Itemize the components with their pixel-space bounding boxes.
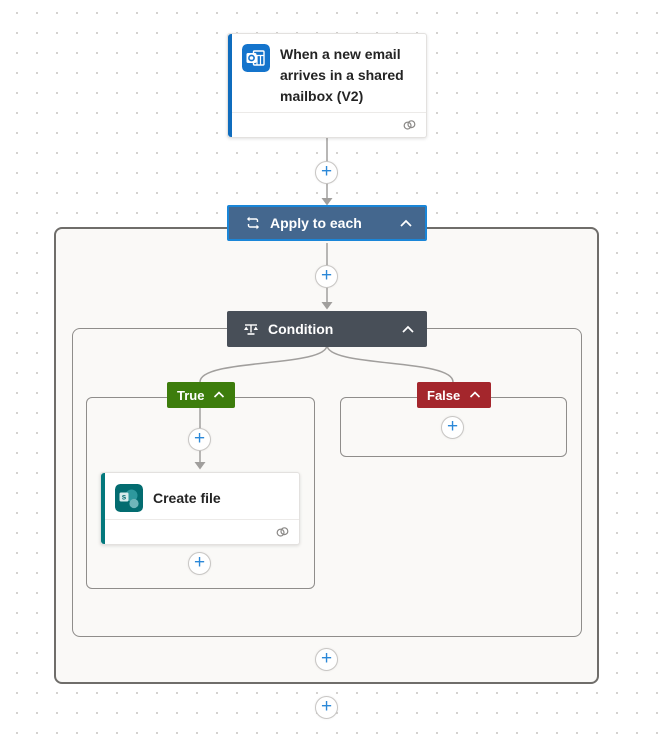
connection-link-icon <box>403 120 416 130</box>
plus-icon: + <box>446 416 459 437</box>
false-label-text: False <box>427 387 461 403</box>
loop-icon <box>246 216 260 230</box>
plus-icon: + <box>193 428 206 449</box>
condition-header[interactable]: Condition <box>227 311 427 347</box>
true-branch-label[interactable]: True <box>167 382 236 408</box>
chevron-up-icon[interactable] <box>213 391 225 399</box>
false-branch-label[interactable]: False <box>417 382 492 408</box>
trigger-title: When a new email arrives in a shared mai… <box>280 46 404 104</box>
outlook-icon <box>242 44 270 72</box>
apply-to-each-label: Apply to each <box>270 215 362 231</box>
chevron-up-icon[interactable] <box>401 325 415 334</box>
create-file-card-footer <box>101 519 299 544</box>
insert-step-button-true-branch-bottom[interactable]: + <box>188 552 211 575</box>
trigger-card[interactable]: When a new email arrives in a shared mai… <box>227 33 427 138</box>
plus-icon: + <box>320 265 333 286</box>
insert-step-button-false-branch[interactable]: + <box>441 416 464 439</box>
true-label-text: True <box>177 387 205 403</box>
apply-to-each-header[interactable]: Apply to each <box>227 205 427 241</box>
insert-step-button-inside-apply[interactable]: + <box>315 265 338 288</box>
create-file-title: Create file <box>153 489 221 506</box>
insert-step-button-after-apply-scope[interactable]: + <box>315 696 338 719</box>
create-file-accent-bar <box>101 473 105 544</box>
insert-step-button-after-condition[interactable]: + <box>315 648 338 671</box>
connection-link-icon <box>276 527 289 537</box>
trigger-card-footer <box>228 112 426 137</box>
balance-scale-icon <box>244 324 258 335</box>
plus-icon: + <box>320 696 333 717</box>
sharepoint-icon: s <box>115 484 143 512</box>
chevron-up-icon[interactable] <box>469 391 481 399</box>
condition-label: Condition <box>268 321 334 337</box>
plus-icon: + <box>320 648 333 669</box>
chevron-up-icon[interactable] <box>399 219 413 228</box>
insert-step-button-true-branch-top[interactable]: + <box>188 428 211 451</box>
svg-text:s: s <box>122 493 127 502</box>
insert-step-button-after-trigger[interactable]: + <box>315 161 338 184</box>
plus-icon: + <box>193 552 206 573</box>
plus-icon: + <box>320 161 333 182</box>
trigger-accent-bar <box>228 34 232 137</box>
create-file-card[interactable]: s Create file <box>100 472 300 545</box>
